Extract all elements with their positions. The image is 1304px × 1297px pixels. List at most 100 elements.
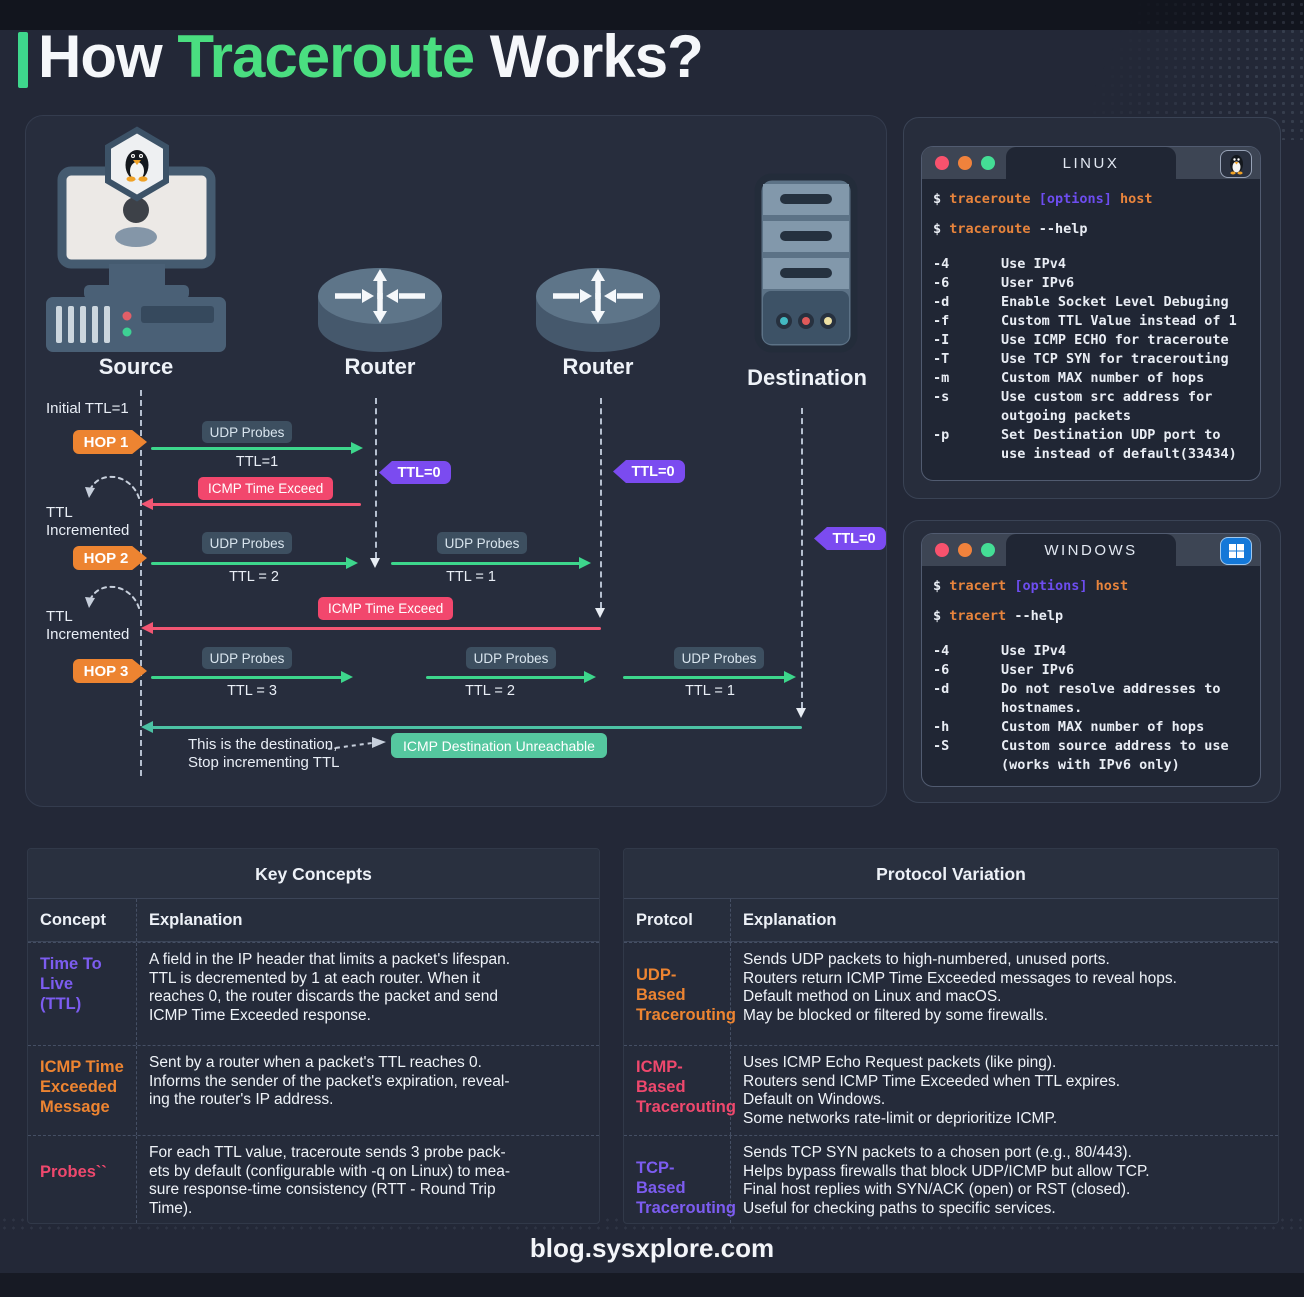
lifeline-source	[140, 390, 142, 776]
node-label-router1: Router	[344, 354, 416, 379]
protocol-cell: UDP-Based Tracerouting	[624, 943, 736, 1045]
linux-terminal-window: LINUX $ traceroute [options] host $ trac…	[921, 146, 1261, 481]
udp-probes-badge: UDP Probes	[202, 647, 292, 669]
linux-terminal-titlebar: LINUX	[922, 147, 1260, 179]
explanation-cell: Sends TCP SYN packets to a chosen port (…	[743, 1144, 1150, 1217]
table-row: ICMP-Based Tracerouting Uses ICMP Echo R…	[624, 1045, 1278, 1135]
lifeline-destination	[796, 408, 806, 718]
lifeline-router2	[595, 398, 605, 618]
destination-server-icon	[754, 173, 858, 353]
windows-cmd-line: $ tracert [options] host	[933, 578, 1129, 594]
icmp-return-arrow-2	[141, 622, 601, 634]
windows-terminal-titlebar: WINDOWS	[922, 534, 1260, 566]
table-row: ICMP Time Exceeded Message Sent by a rou…	[28, 1045, 599, 1135]
protocol-cell: TCP-Based Tracerouting	[624, 1136, 736, 1223]
probe-arrow-hop2a	[151, 557, 358, 569]
icmp-time-exceed-badge-2: ICMP Time Exceed	[318, 597, 454, 620]
hop3-badge: HOP 3	[73, 659, 147, 683]
probe-arrow-hop2b	[391, 557, 591, 569]
initial-ttl-label: Initial TTL=1	[46, 400, 129, 417]
protocol-variation-title: Protocol Variation	[624, 849, 1278, 899]
explanation-cell: Uses ICMP Echo Request packets (like pin…	[743, 1054, 1121, 1127]
udp-probes-badge: UDP Probes	[437, 532, 527, 554]
ttl-value-label: TTL = 1	[685, 683, 735, 699]
icmp-return-arrow-1	[141, 498, 361, 510]
probe-arrow-hop3c	[623, 671, 796, 683]
key-concepts-header-row: Concept Explanation	[28, 899, 599, 942]
udp-probes-badge: UDP Probes	[466, 647, 556, 669]
windows-terminal-tab: WINDOWS	[1006, 534, 1176, 566]
windows-logo-icon	[1220, 537, 1252, 565]
hop2-badge: HOP 2	[73, 546, 147, 570]
explanation-cell: For each TTL value, traceroute sends 3 p…	[149, 1144, 510, 1217]
footer-url: blog.sysxplore.com	[529, 1233, 775, 1263]
windows-tab-label: WINDOWS	[1044, 541, 1138, 559]
destination-note-pointer-arrow	[327, 737, 386, 750]
explanation-cell: Sent by a router when a packet's TTL rea…	[149, 1054, 510, 1108]
destination-unreachable-return-arrow	[141, 721, 802, 733]
explanation-cell: Sends UDP packets to high-numbered, unus…	[743, 951, 1177, 1024]
top-strip	[0, 0, 1304, 30]
linux-help-line: $ traceroute --help	[933, 221, 1088, 237]
traceroute-diagram-panel: Source Router Router Destination Initial…	[25, 115, 887, 807]
table-row: Time To Live (TTL) A field in the IP hea…	[28, 942, 599, 1045]
linux-penguin-icon	[125, 150, 149, 182]
key-concepts-table: Key Concepts Concept Explanation Time To…	[27, 848, 600, 1224]
destination-note: This is the destination, Stop incrementi…	[188, 736, 340, 771]
column-header: Explanation	[743, 911, 837, 929]
ttl-incremented-label-1: TTL Incremented	[46, 504, 130, 539]
concept-cell: ICMP Time Exceeded Message	[28, 1046, 137, 1135]
protocol-variation-header-row: Protcol Explanation	[624, 899, 1278, 942]
column-header: Explanation	[149, 911, 243, 929]
ttl-value-label: TTL = 1	[446, 569, 496, 585]
ttl-zero-badge-router2: TTL=0	[613, 460, 685, 483]
icmp-destination-unreachable-badge: ICMP Destination Unreachable	[391, 733, 607, 758]
page-title: How Traceroute Works?	[38, 23, 704, 90]
table-row: Probes`` For each TTL value, traceroute …	[28, 1135, 599, 1223]
udp-probes-badge: UDP Probes	[202, 421, 292, 443]
key-concepts-title: Key Concepts	[28, 849, 599, 899]
linux-terminal-tab: LINUX	[1006, 147, 1176, 179]
ttl-zero-badge-router1: TTL=0	[379, 461, 451, 484]
window-dot-green	[981, 156, 995, 170]
linux-tab-label: LINUX	[1062, 154, 1120, 172]
table-row: UDP-Based Tracerouting Sends UDP packets…	[624, 942, 1278, 1045]
bottom-strip	[0, 1273, 1304, 1297]
router-icon	[318, 268, 442, 352]
lifeline-router1	[370, 398, 380, 568]
router-icon	[536, 268, 660, 352]
column-header: Concept	[28, 899, 137, 941]
column-header: Protcol	[624, 899, 731, 941]
node-label-router2: Router	[562, 354, 634, 379]
linux-penguin-icon	[1220, 150, 1252, 178]
window-dot-green	[981, 543, 995, 557]
ttl-incremented-label-2: TTL Incremented	[46, 608, 130, 643]
ttl-increment-curve-arrow-2	[85, 585, 140, 609]
ttl-increment-curve-arrow-1	[85, 475, 140, 499]
windows-card: WINDOWS $ tracert [options] host $ trace…	[903, 520, 1281, 803]
linux-terminal-body: $ traceroute [options] host $ traceroute…	[922, 179, 1260, 464]
node-label-source: Source	[98, 354, 174, 379]
concept-cell: Probes``	[28, 1136, 137, 1223]
icmp-time-exceed-badge-1: ICMP Time Exceed	[198, 477, 334, 500]
window-dot-orange	[958, 156, 972, 170]
probe-arrow-hop3b	[426, 671, 596, 683]
linux-cmd-line: $ traceroute [options] host	[933, 191, 1153, 207]
ttl-zero-badge-destination: TTL=0	[814, 527, 886, 550]
linux-card: LINUX $ traceroute [options] host $ trac…	[903, 117, 1281, 499]
ttl-value-label: TTL = 2	[229, 569, 279, 585]
